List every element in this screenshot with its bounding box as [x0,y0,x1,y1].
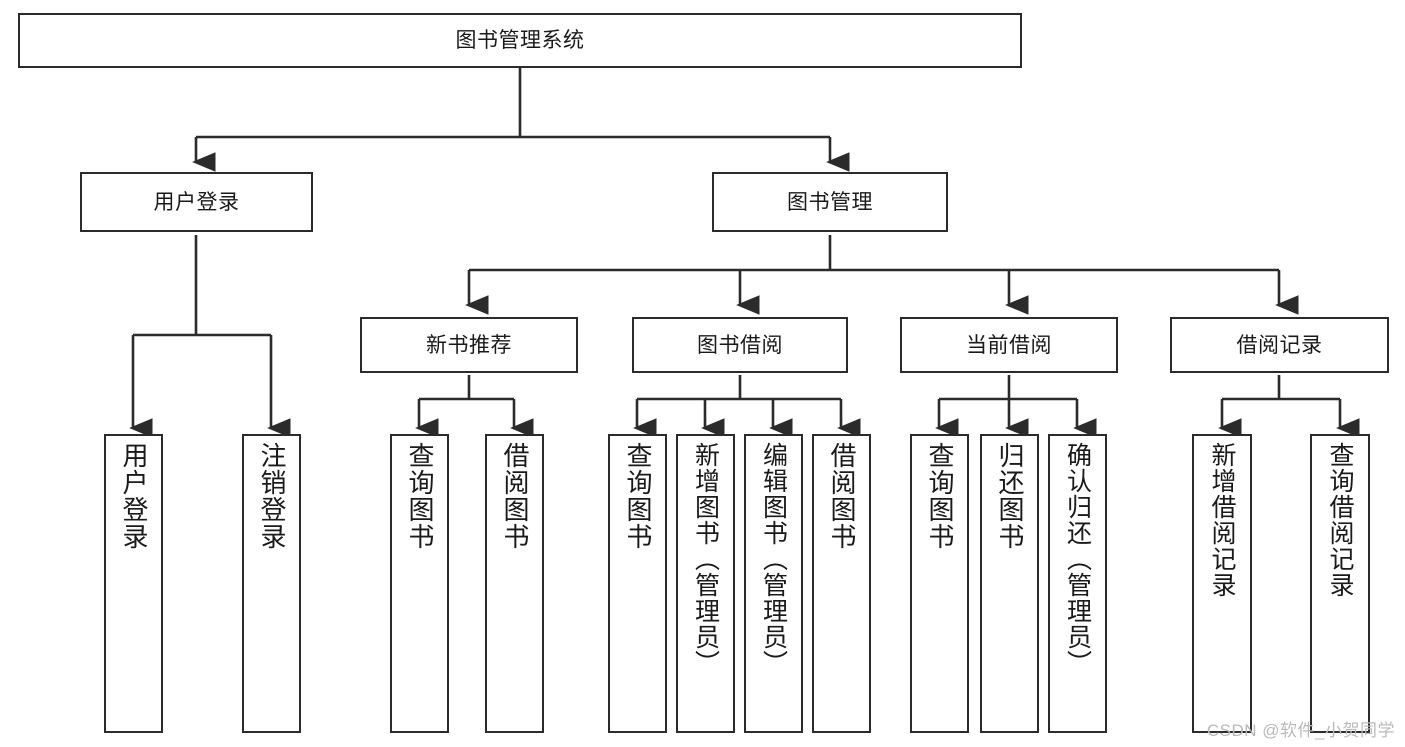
leaf-record-query-record[interactable]: 查询借阅记录 [1310,434,1370,733]
node-label: 注销登录 [257,442,288,550]
leaf-borrow-borrow-book[interactable]: 借阅图书 [812,434,871,733]
node-label: 借阅图书 [827,442,858,550]
node-label: 确认归还（管理员） [1063,442,1092,676]
node-label: 用户登录 [153,190,240,214]
node-label: 借阅图书 [500,442,531,550]
node-label: 新增借阅记录 [1208,442,1236,598]
node-label: 查询借阅记录 [1326,442,1354,598]
node-label: 当前借阅 [966,333,1052,357]
node-current-borrow[interactable]: 当前借阅 [900,317,1118,373]
node-book-management[interactable]: 图书管理 [712,172,948,232]
node-user-login[interactable]: 用户登录 [80,172,313,232]
leaf-recommend-query-book[interactable]: 查询图书 [390,434,449,733]
leaf-user-login-logout[interactable]: 注销登录 [242,434,301,733]
leaf-current-query-book[interactable]: 查询图书 [910,434,969,733]
leaf-current-return-book[interactable]: 归还图书 [980,434,1039,733]
node-label: 查询图书 [925,442,956,550]
node-book-borrow[interactable]: 图书借阅 [632,317,848,373]
node-label: 新增图书（管理员） [691,442,720,676]
node-borrow-record[interactable]: 借阅记录 [1170,317,1389,373]
node-label: 图书管理系统 [455,29,585,52]
node-label: 编辑图书（管理员） [759,442,788,676]
leaf-user-login-login[interactable]: 用户登录 [104,434,163,733]
node-label: 新书推荐 [426,333,512,357]
node-label: 图书借阅 [697,333,783,357]
node-label: 借阅记录 [1236,333,1323,357]
leaf-borrow-query-book[interactable]: 查询图书 [608,434,667,733]
leaf-current-confirm-return-admin[interactable]: 确认归还（管理员） [1048,434,1107,733]
node-label: 查询图书 [623,442,654,550]
node-label: 查询图书 [405,442,436,550]
leaf-borrow-add-book-admin[interactable]: 新增图书（管理员） [676,434,735,733]
leaf-recommend-borrow-book[interactable]: 借阅图书 [485,434,544,733]
node-root-system[interactable]: 图书管理系统 [18,13,1022,68]
node-label: 用户登录 [119,442,150,550]
node-label: 归还图书 [995,442,1026,550]
node-new-book-recommend[interactable]: 新书推荐 [360,317,578,373]
watermark-text: CSDN @软件_小贺同学 [1206,721,1395,740]
node-label: 图书管理 [787,190,873,214]
leaf-record-add-record[interactable]: 新增借阅记录 [1192,434,1252,733]
leaf-borrow-edit-book-admin[interactable]: 编辑图书（管理员） [744,434,803,733]
